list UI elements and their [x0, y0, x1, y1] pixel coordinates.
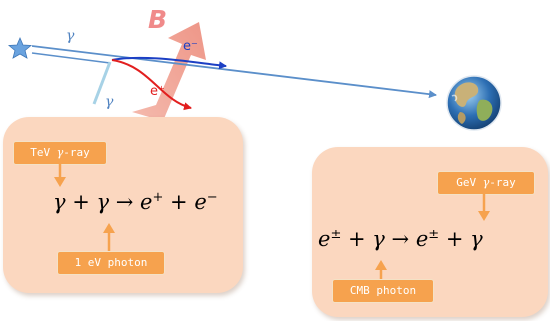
positron-track [111, 59, 192, 111]
gev-gamma-tag: GeV γ-ray [437, 171, 535, 195]
cmb-photon-tag: CMB photon [332, 279, 434, 303]
tev-arrow [54, 163, 66, 187]
tev-gamma-tag-prefix: TeV [30, 146, 51, 159]
magnetic-field-arrow [132, 22, 206, 121]
gev-arrow [478, 193, 490, 221]
primary-gamma-beam [31, 45, 437, 99]
star-icon [7, 36, 33, 59]
gamma-label-secondary: γ [105, 94, 114, 110]
gamma-label-incoming: γ [66, 28, 75, 44]
positron-label: e⁺ [150, 84, 165, 99]
gev-gamma-tag-prefix: GeV [456, 176, 477, 189]
secondary-gamma-photon [92, 61, 112, 105]
tev-gamma-tag-suffix: -ray [63, 146, 90, 159]
tev-gamma-tag: TeV γ-ray [13, 141, 107, 165]
ev-photon-tag: 1 eV photon [57, 251, 165, 275]
secondary-gamma-beam [31, 52, 111, 64]
magnetic-field-label: B [148, 5, 167, 34]
earth-icon [446, 75, 502, 131]
ev-arrow [103, 223, 115, 251]
electron-label: e⁻ [183, 39, 198, 54]
pair-production-equation: γ + γ → e+ + e− [53, 190, 218, 214]
inverse-compton-equation: e± + γ → e± + γ [318, 227, 483, 251]
left-process-panel: TeV γ-ray γ + γ → e+ + e− 1 eV photon [3, 117, 243, 293]
gev-gamma-tag-symbol: γ [482, 176, 490, 189]
electron-track [111, 56, 227, 70]
gev-gamma-tag-suffix: -ray [489, 176, 516, 189]
right-process-panel: GeV γ-ray e± + γ → e± + γ CMB photon [312, 147, 548, 317]
tev-gamma-tag-symbol: γ [56, 146, 64, 159]
